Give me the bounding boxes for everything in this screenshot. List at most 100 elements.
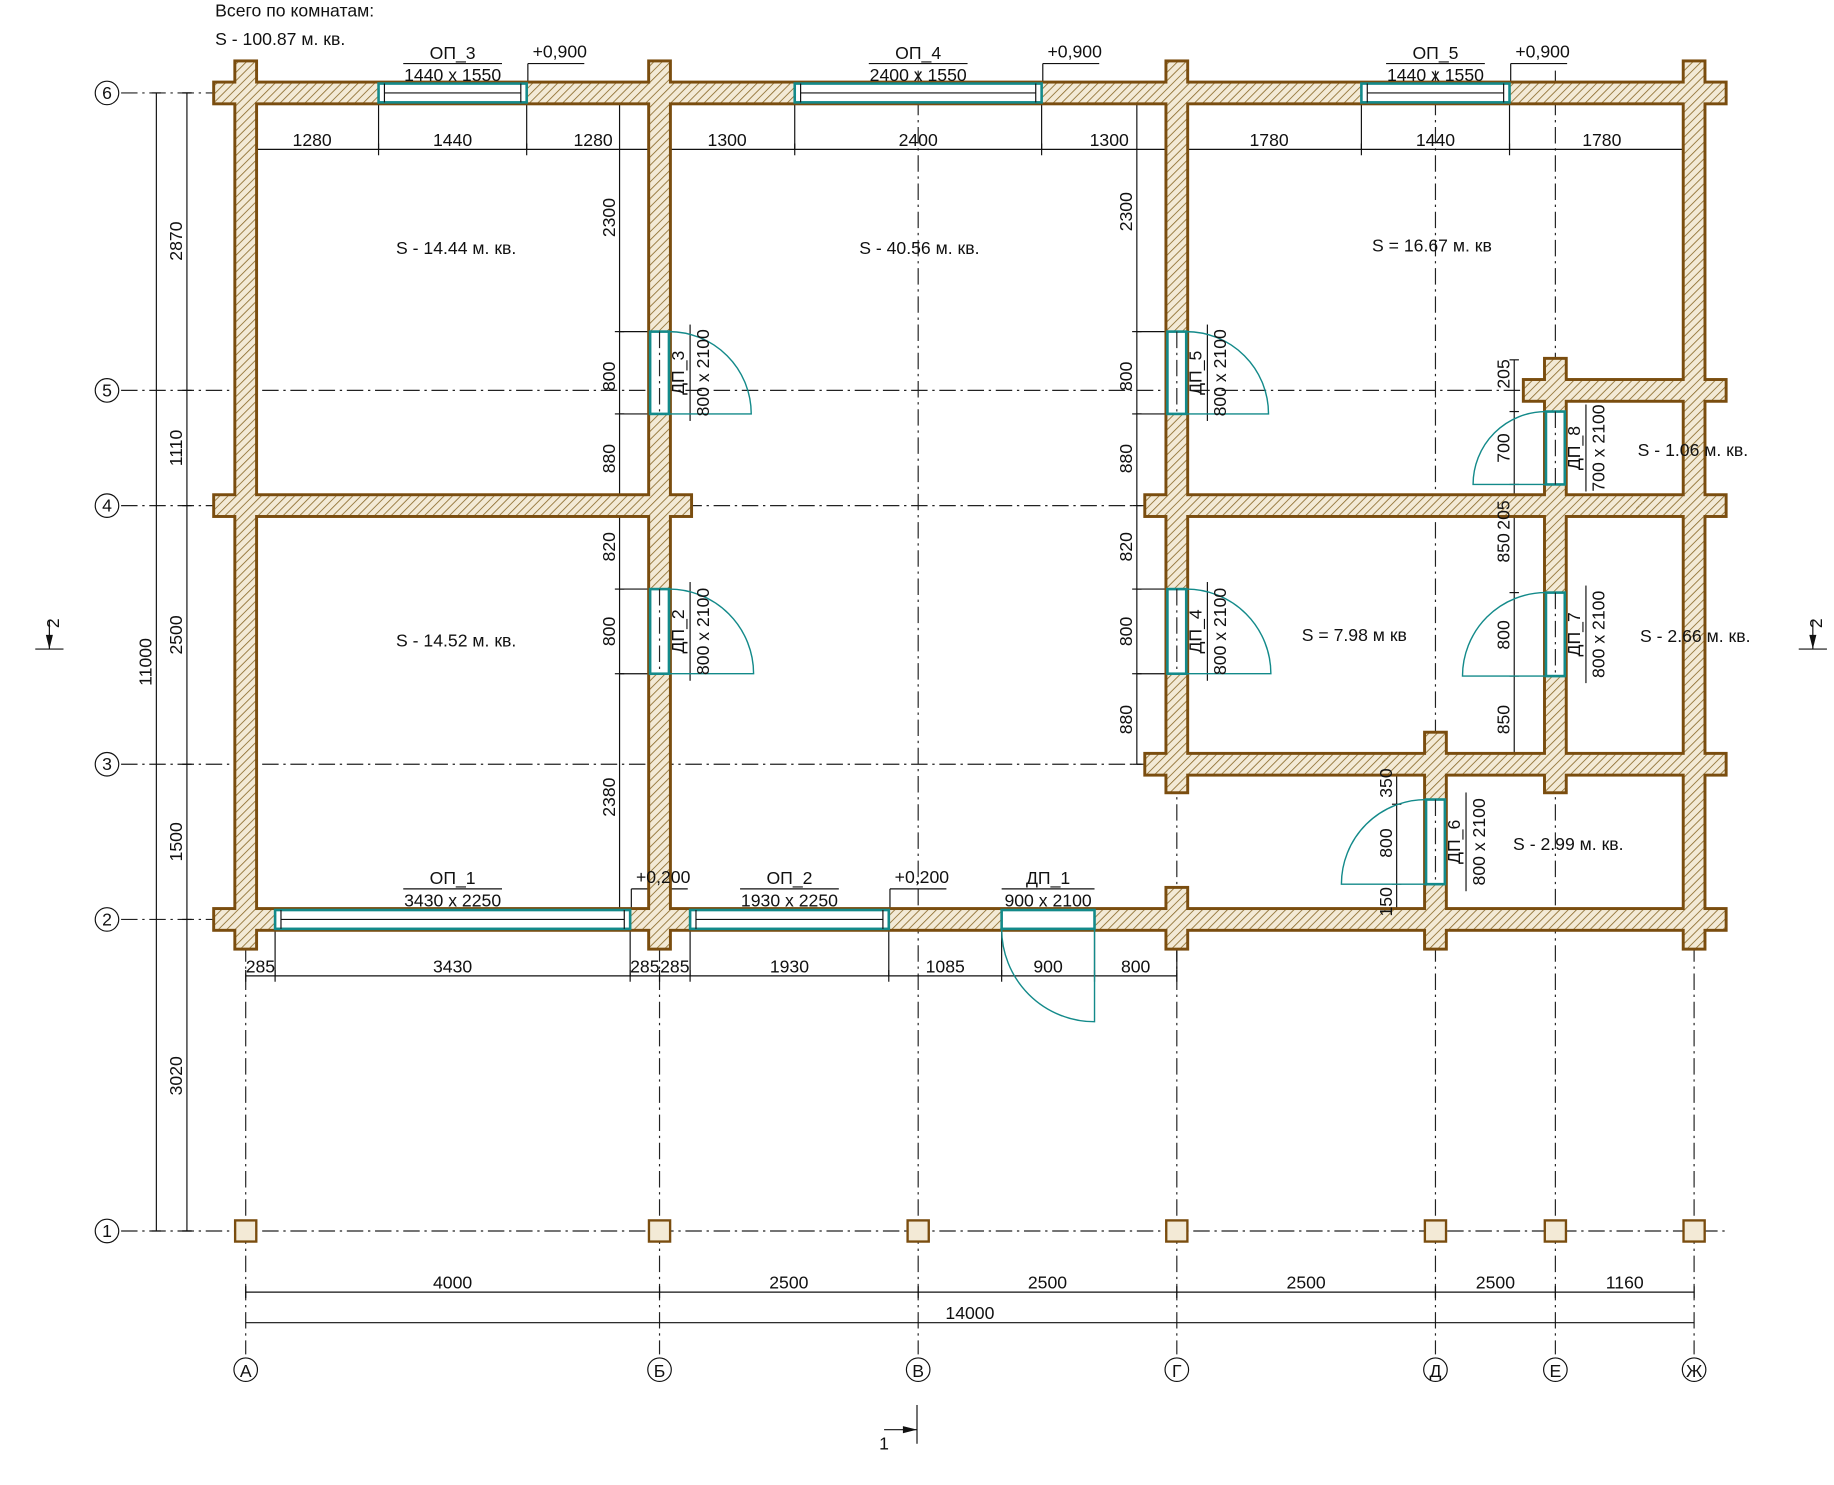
window-mark: ОП_3 [430, 43, 476, 64]
dim-label: 205 [1494, 500, 1514, 530]
dim-label: 3430 [433, 956, 472, 976]
axis-bubble [1681, 1357, 1707, 1383]
dim-label: 1500 [166, 822, 186, 861]
dim-label: 1780 [1582, 130, 1621, 150]
axis-label-column: Е [1549, 1361, 1561, 1381]
axis-bubble [94, 907, 120, 932]
dim-label: 800 [1121, 956, 1151, 976]
axis-bubble [905, 1357, 931, 1383]
window-size: 3430 x 2250 [404, 891, 501, 911]
door-mark: ДП_8 [1564, 426, 1585, 470]
door-mark: ДП_3 [668, 350, 689, 394]
axis-bubble [233, 1357, 259, 1383]
dim-label: 2380 [599, 777, 619, 816]
window-sill-level: +0,900 [533, 42, 588, 62]
total-area-title: Всего по комнатам: [215, 1, 374, 21]
door-swing-arc [1340, 798, 1427, 885]
door-size: 700 x 2100 [1589, 404, 1609, 491]
openings [273, 82, 1567, 1023]
door-swing-arc [1461, 591, 1546, 677]
axis-bubble [94, 378, 120, 403]
dim-label: 2500 [1028, 1273, 1067, 1293]
dim-label: 350 [1376, 768, 1396, 798]
dim-label: 3020 [166, 1056, 186, 1095]
room-area-label: S - 1.06 м. кв. [1638, 440, 1749, 460]
dim-label: 2500 [1476, 1273, 1515, 1293]
pier-post [1682, 1219, 1706, 1243]
wall [1146, 496, 1725, 516]
section-label: 2 [1806, 618, 1826, 628]
door-swing-arc [668, 588, 755, 675]
door-mark: ДП_1 [1026, 868, 1070, 889]
door-size: 800 x 2100 [693, 588, 713, 675]
section-arrow [1809, 634, 1817, 650]
dim-label: 1160 [1606, 1273, 1644, 1293]
dim-label: 1300 [708, 130, 747, 150]
axis-label-row: 6 [102, 83, 112, 103]
window-sill-level: +0,900 [1047, 42, 1102, 62]
dim-label: 2400 [899, 130, 938, 150]
door-mark: ДП_4 [1186, 609, 1207, 653]
door-size: 800 x 2100 [1469, 798, 1489, 885]
dim-label-total: 14000 [945, 1303, 994, 1323]
door-swing-arc [1000, 928, 1096, 1023]
dim-label: 880 [599, 444, 619, 474]
window-mark: ОП_5 [1412, 43, 1458, 64]
axis-bubble [94, 751, 120, 777]
window-sill-level: +0,200 [636, 867, 691, 887]
wall [1167, 62, 1187, 792]
window-sill-level: +0,900 [1515, 42, 1570, 62]
dim-label: 800 [599, 361, 619, 391]
dim-label: 880 [1116, 444, 1136, 474]
door-swing-arc [1472, 410, 1546, 486]
axis-label-column: Г [1172, 1361, 1182, 1381]
dim-label: 2500 [1287, 1273, 1326, 1293]
room-area-label: S - 2.66 м. кв. [1640, 626, 1751, 646]
axis-bubble [94, 493, 120, 518]
room-area-label: S = 7.98 м кв [1302, 625, 1407, 645]
section-arrow [902, 1426, 917, 1434]
door-swing-arc [1186, 588, 1272, 675]
dim-label: 700 [1494, 433, 1514, 463]
dim-label-total: 11000 [136, 638, 156, 686]
pier-post [906, 1219, 930, 1243]
dimension-lines [35, 62, 1827, 1444]
door-size: 800 x 2100 [1589, 591, 1609, 678]
axis-label-column: В [912, 1361, 924, 1381]
axis-bubble [94, 80, 120, 106]
dim-label: 1085 [926, 956, 965, 976]
section-label: 2 [43, 618, 63, 628]
room-area-label: S - 40.56 м. кв. [859, 238, 979, 258]
window-size: 1440 x 1550 [404, 65, 501, 85]
axis-bubble [1543, 1357, 1568, 1383]
dim-label: 800 [1116, 361, 1136, 391]
axis-label-row: 2 [102, 909, 112, 929]
door-mark: ДП_7 [1564, 612, 1585, 656]
door-size: 800 x 2100 [693, 329, 713, 416]
dim-label: 1110 [166, 430, 186, 467]
dim-label: 285 [630, 956, 660, 976]
dim-label: 820 [1116, 532, 1136, 562]
dim-label: 1440 [433, 130, 472, 150]
door-size: 800 x 2100 [1210, 329, 1230, 416]
dim-label: 150 [1376, 887, 1396, 917]
room-area-label: S - 14.52 м. кв. [396, 631, 516, 651]
axis-bubble [1423, 1357, 1448, 1383]
wall [1167, 888, 1187, 948]
door-mark: ДП_6 [1444, 820, 1465, 864]
axis-label-column: А [240, 1361, 252, 1381]
door-mark: ДП_5 [1186, 350, 1207, 394]
axis-bubble [1164, 1357, 1190, 1383]
dim-label: 2500 [166, 615, 186, 654]
total-area-value: S - 100.87 м. кв. [215, 29, 345, 49]
dim-label: 1300 [1090, 130, 1129, 150]
window-size: 1440 x 1550 [1387, 65, 1484, 85]
axis-label-row: 5 [102, 380, 112, 400]
pier-post [233, 1219, 258, 1243]
dim-label: 1280 [293, 130, 332, 150]
window-sill-level: +0,200 [895, 867, 950, 887]
window-size: 1930 x 2250 [741, 891, 838, 911]
dim-label: 850 [1494, 705, 1514, 735]
dim-label: 900 [1033, 956, 1063, 976]
dim-label: 2500 [769, 1273, 808, 1293]
